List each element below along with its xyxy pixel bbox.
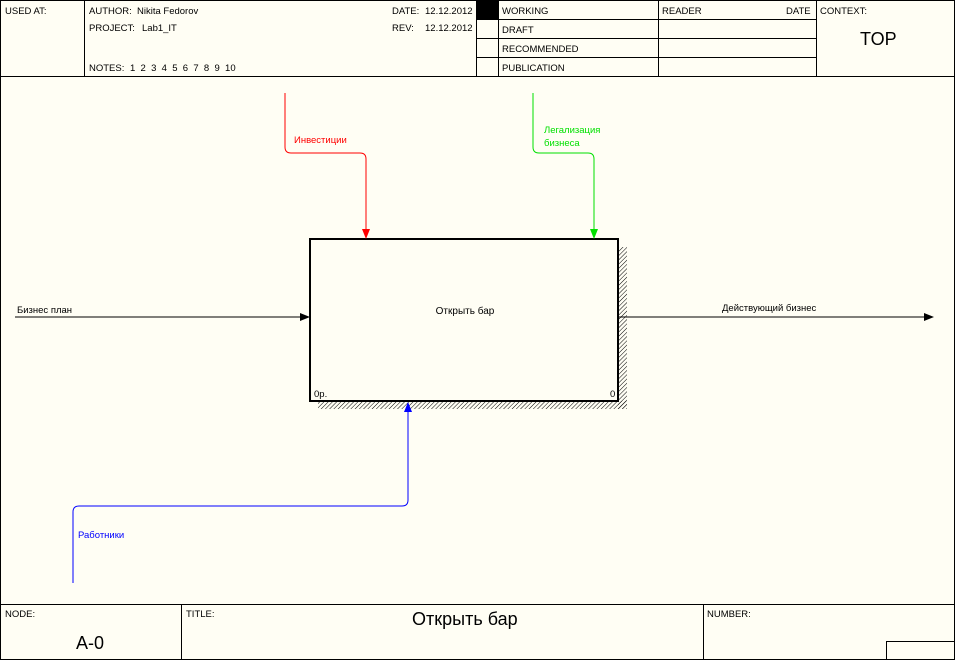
- input-arrow[interactable]: [15, 313, 310, 321]
- reader-label: READER: [662, 6, 702, 17]
- header-sep: [816, 0, 817, 76]
- node-value: A-0: [76, 633, 105, 653]
- status-working: WORKING: [502, 6, 549, 17]
- used-at-label: USED AT:: [5, 6, 47, 17]
- activity-box[interactable]: [309, 238, 619, 402]
- author-label: AUTHOR:: [89, 6, 132, 17]
- header-sep: [84, 0, 85, 76]
- status-row-sep: [476, 19, 816, 20]
- rev-value: 12.12.2012: [425, 23, 473, 34]
- header-divider: [0, 76, 955, 77]
- date-label: DATE:: [392, 6, 420, 17]
- title-value: Открыть бар: [412, 609, 518, 629]
- status-draft: DRAFT: [502, 25, 534, 36]
- node-label: NODE:: [5, 609, 36, 620]
- project-label: PROJECT:: [89, 23, 135, 34]
- rev-label: REV:: [392, 23, 414, 34]
- output-label: Действующий бизнес: [722, 303, 817, 314]
- activity-shadow: [618, 247, 627, 409]
- project-value: Lab1_IT: [142, 23, 177, 34]
- author-value: Nikita Fedorov: [137, 6, 199, 17]
- working-status-marker: [477, 0, 498, 19]
- footer-divider: [0, 604, 955, 605]
- date-value: 12.12.2012: [425, 6, 473, 17]
- context-value: TOP: [860, 29, 897, 49]
- reader-date-label: DATE: [786, 6, 811, 17]
- status-recommended: RECOMMENDED: [502, 44, 579, 55]
- title-label: TITLE:: [186, 609, 215, 620]
- control-arrow-investments[interactable]: [284, 93, 370, 239]
- number-label: NUMBER:: [707, 609, 751, 620]
- control-label-investments: Инвестиции: [294, 135, 347, 146]
- context-label: CONTEXT:: [820, 6, 867, 17]
- activity-cost: 0р.: [314, 389, 328, 400]
- input-label: Бизнес план: [17, 305, 73, 316]
- footer-sep: [181, 604, 182, 660]
- notes-label: NOTES:: [89, 63, 125, 74]
- activity-number: 0: [610, 389, 616, 400]
- control-label-legalization-line1: Легализация: [544, 125, 601, 136]
- mechanism-arrow-workers[interactable]: [72, 402, 412, 583]
- output-arrow[interactable]: [619, 313, 934, 321]
- activity-name: Открыть бар: [435, 306, 495, 317]
- activity-shadow: [318, 401, 627, 409]
- status-row-sep: [476, 38, 816, 39]
- status-row-sep: [476, 57, 816, 58]
- status-publication: PUBLICATION: [502, 63, 565, 74]
- footer-sep: [703, 604, 704, 660]
- mechanism-label-workers: Работники: [78, 530, 125, 541]
- notes-value: 1 2 3 4 5 6 7 8 9 10: [130, 63, 236, 74]
- number-box: [886, 641, 954, 659]
- control-label-legalization-line2: бизнеса: [544, 138, 580, 149]
- control-arrow-legalization[interactable]: [532, 93, 598, 239]
